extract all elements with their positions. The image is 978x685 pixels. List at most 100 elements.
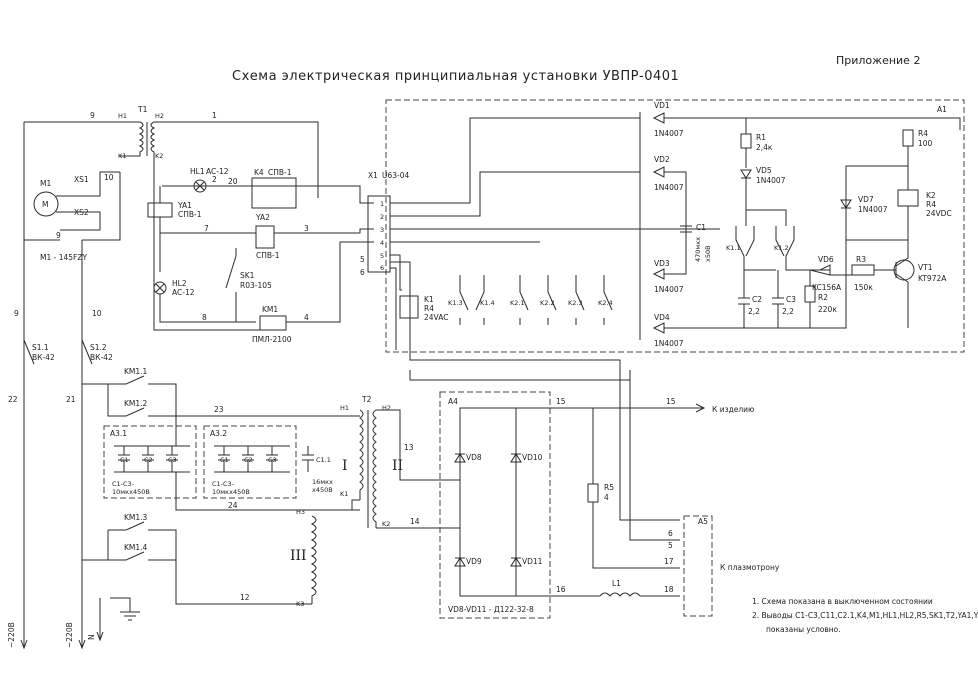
km1-type: ПМЛ-2100 bbox=[252, 335, 292, 344]
block-a32-border bbox=[203, 425, 297, 499]
hl2-ref: HL2 bbox=[172, 279, 187, 288]
x1-ref: X1 bbox=[368, 171, 378, 180]
motor-wire-2 bbox=[56, 211, 101, 231]
ya1-coil bbox=[147, 202, 173, 218]
note-2b: показаны условно. bbox=[766, 625, 841, 634]
x1-left-6: 6 bbox=[360, 268, 365, 277]
note-2a: 2. Выводы C1-C3,C11,C2.1,K4,M1,HL1,HL2,R… bbox=[752, 611, 978, 620]
block-a1-border bbox=[385, 99, 965, 353]
a32-type-b: 10мкх450В bbox=[212, 488, 250, 496]
k1-r: R4 bbox=[424, 304, 434, 313]
k1-contacts-shape bbox=[459, 275, 485, 325]
bridge-ac-inputs bbox=[442, 479, 460, 529]
s11-ref: S1.1 bbox=[32, 343, 49, 352]
x1-pin6: 6 bbox=[380, 264, 384, 272]
vd7-diode bbox=[840, 199, 852, 209]
wire-label-5: 5 bbox=[668, 541, 673, 550]
motor-feed bbox=[24, 172, 121, 241]
sk1-type: R03-105 bbox=[240, 281, 272, 290]
block-a5-label: A5 bbox=[698, 517, 708, 526]
bridge-wiring bbox=[664, 117, 961, 329]
k1-type: 24VAC bbox=[424, 313, 448, 322]
ya1-type: СПВ-1 bbox=[178, 210, 202, 219]
t2-h2: H2 bbox=[382, 404, 391, 412]
wire-label-24: 24 bbox=[228, 501, 238, 510]
t2-primary-leads bbox=[344, 415, 360, 510]
vt1-ref: VT1 bbox=[918, 263, 933, 272]
r5-resistor bbox=[587, 483, 599, 503]
t2-ref: T2 bbox=[361, 395, 372, 404]
vd4-diode bbox=[652, 322, 665, 334]
km11-km12-contacts bbox=[82, 375, 177, 417]
k12-label: K1.2 bbox=[774, 244, 789, 252]
t1-primary-coil bbox=[120, 121, 144, 157]
t2-winding-2: II bbox=[392, 458, 403, 474]
s12-type: ВК-42 bbox=[90, 353, 113, 362]
c11-value: 16мкх bbox=[312, 478, 333, 486]
ya2-ref: YA2 bbox=[255, 213, 270, 222]
hl1-lamp bbox=[193, 179, 207, 193]
c1-value: 470мкх bbox=[694, 237, 702, 262]
k21-label: K2.1 bbox=[510, 299, 525, 307]
vd1-ref: VD1 bbox=[654, 101, 670, 110]
r4-value: 100 bbox=[918, 139, 933, 148]
wire-label-16: 16 bbox=[556, 585, 566, 594]
vd1-type: 1N4007 bbox=[654, 129, 684, 138]
k4-ref: K4 bbox=[254, 168, 264, 177]
vd2-type: 1N4007 bbox=[654, 183, 684, 192]
vd5-diode bbox=[740, 169, 752, 179]
k11-k12-contacts bbox=[735, 226, 795, 257]
wire-label-15a: 15 bbox=[556, 397, 566, 406]
vt1-transistor bbox=[893, 259, 915, 281]
s11-type: ВК-42 bbox=[32, 353, 55, 362]
km14-ref: KM1.4 bbox=[124, 543, 148, 552]
wire-5-6-to-a5 bbox=[409, 370, 680, 541]
bridge-type: VD8-VD11 - Д122-32-8 bbox=[448, 605, 534, 614]
t2-winding-1: I bbox=[342, 458, 348, 474]
vd10-diode bbox=[510, 453, 522, 463]
block-a31-border bbox=[103, 425, 197, 499]
hl1-type: AC-12 bbox=[206, 167, 229, 176]
c1-ref: C1 bbox=[696, 223, 706, 232]
vd1-diode bbox=[652, 112, 665, 124]
wire-label-7: 7 bbox=[204, 224, 209, 233]
s12-switch bbox=[81, 330, 93, 380]
wire-label-8: 8 bbox=[202, 313, 207, 322]
t1-k2: K2 bbox=[155, 152, 163, 160]
t1-h2: H2 bbox=[155, 112, 164, 120]
vd4-ref: VD4 bbox=[654, 313, 670, 322]
block-a31-label: A3.1 bbox=[110, 429, 127, 438]
vd6-type: KC156A bbox=[812, 283, 842, 292]
to-plasmatron-label: К плазмотрону bbox=[720, 563, 780, 572]
k2-ref: K2 bbox=[926, 191, 936, 200]
note-1: 1. Схема показана в выключенном состояни… bbox=[752, 597, 933, 606]
vd3-ref: VD3 bbox=[654, 259, 670, 268]
c2-value: 2,2 bbox=[748, 307, 760, 316]
vd9-ref: VD9 bbox=[466, 557, 482, 566]
x1-pin1: 1 bbox=[380, 200, 384, 208]
wire-label-10b: 10 bbox=[92, 309, 102, 318]
to-product-label: К изделию bbox=[712, 405, 754, 414]
wire-label-20: 20 bbox=[228, 177, 238, 186]
t2-primary-coil bbox=[359, 409, 364, 500]
wire-label-2: 2 bbox=[212, 175, 217, 184]
t2-third-coil bbox=[310, 515, 317, 604]
x1-out-2 bbox=[390, 171, 640, 217]
vd5-out bbox=[745, 178, 787, 226]
k2-type: 24VDC bbox=[926, 209, 952, 218]
k2-relay-coil bbox=[897, 189, 919, 207]
wire-4 bbox=[286, 241, 374, 323]
t2-h3: H3 bbox=[296, 508, 305, 516]
k4-type: СПВ-1 bbox=[268, 168, 292, 177]
supply-arrow-a bbox=[20, 639, 28, 650]
wire-label-1: 1 bbox=[212, 111, 217, 120]
t1-secondary-coil bbox=[150, 121, 156, 160]
s12-ref: S1.2 bbox=[90, 343, 107, 352]
r2-ref: R2 bbox=[818, 293, 828, 302]
wire-label-21: 21 bbox=[66, 395, 76, 404]
vd5-ref: VD5 bbox=[756, 166, 772, 175]
vd8-ref: VD8 bbox=[466, 453, 482, 462]
k2-contacts-shape bbox=[519, 275, 613, 325]
vd5-type: 1N4007 bbox=[756, 176, 786, 185]
k23-label: K2.3 bbox=[568, 299, 583, 307]
